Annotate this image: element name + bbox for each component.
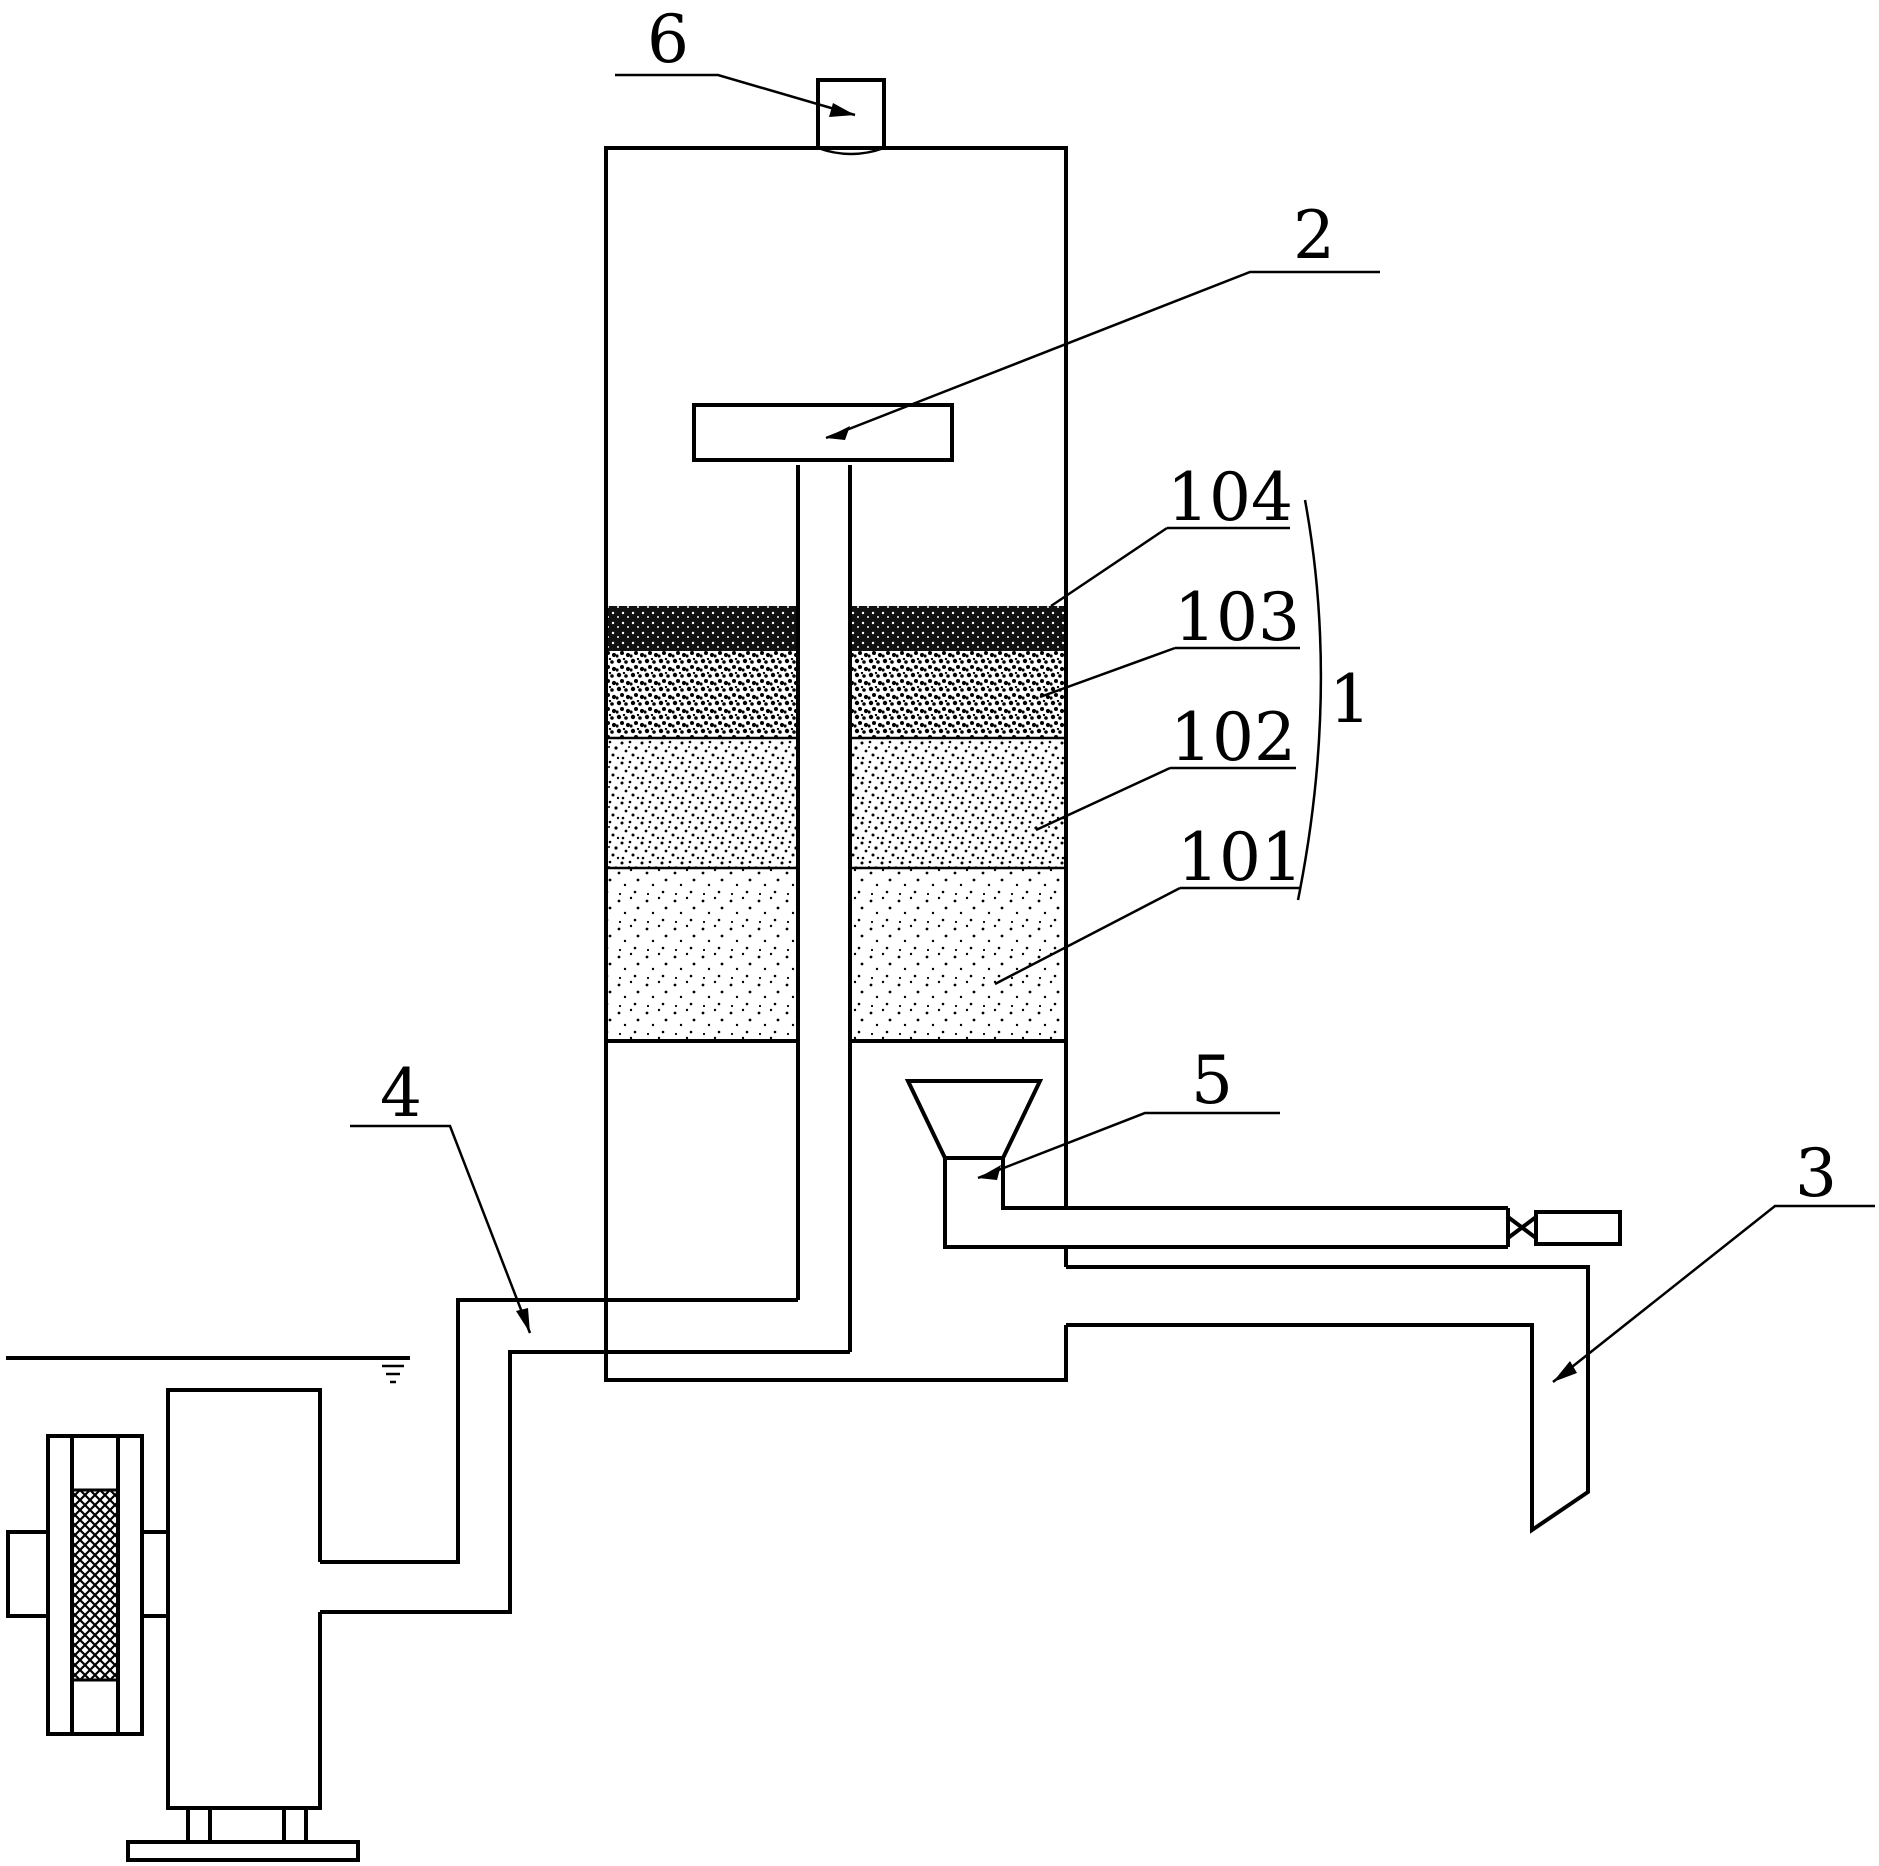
label-5: 5: [1191, 1042, 1233, 1119]
label-102: 102: [1170, 699, 1296, 776]
label-6: 6: [647, 1, 689, 78]
pump-motor: [6, 1388, 360, 1862]
inlet-pipe: [320, 1298, 850, 1614]
label-3: 3: [1795, 1135, 1837, 1212]
label-101: 101: [1177, 819, 1303, 896]
layer-102: [608, 738, 798, 868]
leader-lines: [350, 73, 1875, 1383]
water-level-symbol: [6, 1356, 410, 1384]
column-tank: [604, 146, 1068, 1382]
layer-103: [850, 651, 1064, 738]
layer-101: [850, 868, 1064, 1039]
label-104: 104: [1167, 459, 1293, 536]
filter-layers: [606, 606, 1066, 1039]
label-103: 103: [1174, 579, 1300, 656]
label-2: 2: [1293, 197, 1335, 274]
motor-shaft-stub: [6, 1530, 50, 1618]
label-4: 4: [380, 1055, 422, 1132]
pump-base: [126, 1840, 360, 1862]
motor-winding: [70, 1488, 120, 1682]
backwash-funnel: [904, 1079, 1622, 1249]
label-1: 1: [1329, 661, 1371, 738]
layer-101: [608, 868, 798, 1039]
layer-103: [608, 651, 798, 738]
outlet-pipe: [1066, 1265, 1590, 1534]
layer-104: [850, 606, 1064, 651]
layer-104: [608, 606, 798, 651]
distributor-plate: [692, 403, 954, 462]
valve-icon: [1506, 1213, 1538, 1242]
top-vent: [816, 78, 886, 156]
inlet-distributor: [692, 403, 954, 1352]
callout-labels: 6 2 104 103 102 101 1 5 4 3: [380, 1, 1837, 1212]
layer-102: [850, 738, 1064, 868]
